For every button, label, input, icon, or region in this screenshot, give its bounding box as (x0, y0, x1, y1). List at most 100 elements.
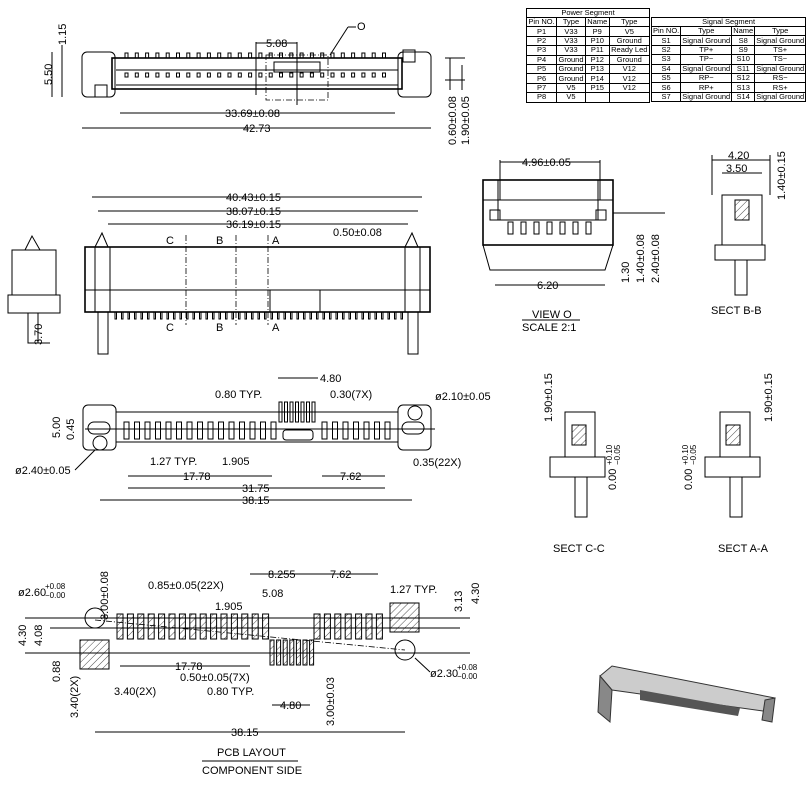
bottom-pin (134, 421, 140, 440)
front-pin (173, 311, 176, 320)
top-pin (186, 52, 191, 59)
dim-0-80-pcb: 0.80 TYP. (207, 686, 254, 698)
isometric-connector-image (597, 665, 776, 724)
top-pin (351, 52, 356, 59)
front-pin (342, 311, 345, 320)
bottom-pin (218, 421, 224, 440)
dim-phi-2-40: ø2.40±0.05 (15, 465, 71, 477)
dim-1-40-bb: 1.40±0.15 (776, 151, 788, 200)
top-pin (371, 52, 376, 59)
dim-3-70: 3.70 (33, 324, 45, 345)
top-pin (258, 52, 263, 59)
front-pin (348, 311, 351, 320)
bottom-pin (186, 421, 193, 440)
front-pin (192, 311, 195, 320)
front-pin (166, 311, 169, 320)
dim-5-00: 5.00 (51, 417, 63, 438)
dim-3-13: 3.13 (453, 591, 465, 612)
bottom-pin (123, 421, 130, 440)
dim-42-73: 42.73 (243, 123, 271, 135)
table-cell: V5 (556, 92, 586, 103)
view-o-scale: SCALE 2:1 (522, 322, 576, 334)
top-pin (248, 52, 253, 59)
front-pin (381, 311, 384, 320)
pcb-pad (344, 613, 352, 640)
dim-17-78-pcb: 17.78 (175, 661, 203, 673)
dim-4-08: 4.08 (33, 625, 45, 646)
dim-1-90-aa: 1.90±0.15 (763, 373, 775, 422)
front-pin (296, 311, 299, 320)
dim-4-30-left: 4.30 (17, 625, 29, 646)
dim-3-40-v: 3.40(2X) (69, 676, 81, 718)
dim-0-00-cc: 0.00 (607, 469, 619, 490)
front-pin (199, 311, 202, 320)
dim-1-15: 1.15 (57, 24, 69, 45)
pcb-pad (126, 613, 134, 640)
top-pin (361, 52, 366, 59)
pcb-pad (375, 613, 383, 640)
section-b-b: 4.20 3.50 1.40±0.15 SECT B-B (711, 150, 788, 317)
dim-1-905-bottom: 1.905 (222, 456, 250, 468)
dim-6-20: 6.20 (537, 280, 558, 292)
bottom-pin-small (306, 401, 310, 423)
top-pin (309, 52, 314, 59)
dim-0-45: 0.45 (65, 419, 77, 440)
tol-plus-cc: +0.10 (605, 444, 614, 465)
bottom-pin-small (284, 401, 288, 423)
table-cell: S14 (731, 91, 756, 103)
section-b-top: B (216, 235, 223, 247)
pcb-pad (220, 613, 228, 640)
view-o-pin (520, 221, 527, 235)
dim-5-08: 5.08 (266, 38, 287, 50)
dim-1-27-pcb: 1.27 TYP. (390, 584, 437, 596)
dim-4-30-right: 4.30 (470, 583, 482, 604)
pcb-pad (137, 613, 145, 640)
top-pin (217, 52, 222, 59)
top-pin (330, 52, 335, 59)
dim-4-80-pcb: 4.80 (280, 700, 301, 712)
tol-minus-cc: −0.05 (613, 444, 622, 465)
top-pin (155, 52, 160, 59)
front-pin (147, 311, 150, 320)
section-c-top: C (166, 235, 174, 247)
pcb-pad (168, 613, 176, 640)
top-pin (248, 72, 253, 78)
front-pin (140, 311, 143, 320)
front-pin (329, 311, 332, 320)
pcb-pad (313, 613, 321, 640)
table-cell: P8 (525, 92, 558, 103)
front-pin (277, 311, 280, 320)
view-o-pin (533, 221, 540, 235)
front-pin (114, 311, 117, 320)
front-pin (309, 311, 312, 320)
pcb-pad (199, 613, 207, 640)
dim-0-00-aa: 0.00 (683, 469, 695, 490)
dim-0-80-bottom: 0.80 TYP. (215, 389, 262, 401)
top-pin (309, 72, 314, 78)
bottom-pin-small (300, 401, 305, 423)
dim-4-96: 4.96±0.05 (522, 157, 571, 169)
front-pin (127, 311, 130, 320)
front-pin (264, 311, 267, 320)
dim-2-40: 2.40±0.08 (650, 234, 662, 283)
dim-0-50-pcb: 0.50±0.05(7X) (180, 672, 250, 684)
pcb-pad (189, 613, 197, 640)
top-pin (299, 52, 304, 59)
view-o: 4.96±0.05 6.20 1.30 1.40±0.08 2.40±0.08 … (482, 157, 665, 334)
top-pin (320, 52, 325, 59)
bottom-pin-small (289, 401, 294, 423)
dim-33-69: 33.69±0.08 (225, 108, 280, 120)
bottom-pin (270, 421, 277, 440)
top-pin (330, 72, 335, 78)
top-pin (268, 52, 273, 59)
dim-1-905-pcb: 1.905 (215, 601, 243, 613)
front-pin (283, 311, 286, 320)
dim-5-08-pcb: 5.08 (262, 588, 283, 600)
front-pin (374, 311, 377, 320)
top-pin (340, 52, 345, 59)
top-pin (289, 72, 294, 78)
dim-3-40-h: 3.40(2X) (114, 686, 156, 698)
